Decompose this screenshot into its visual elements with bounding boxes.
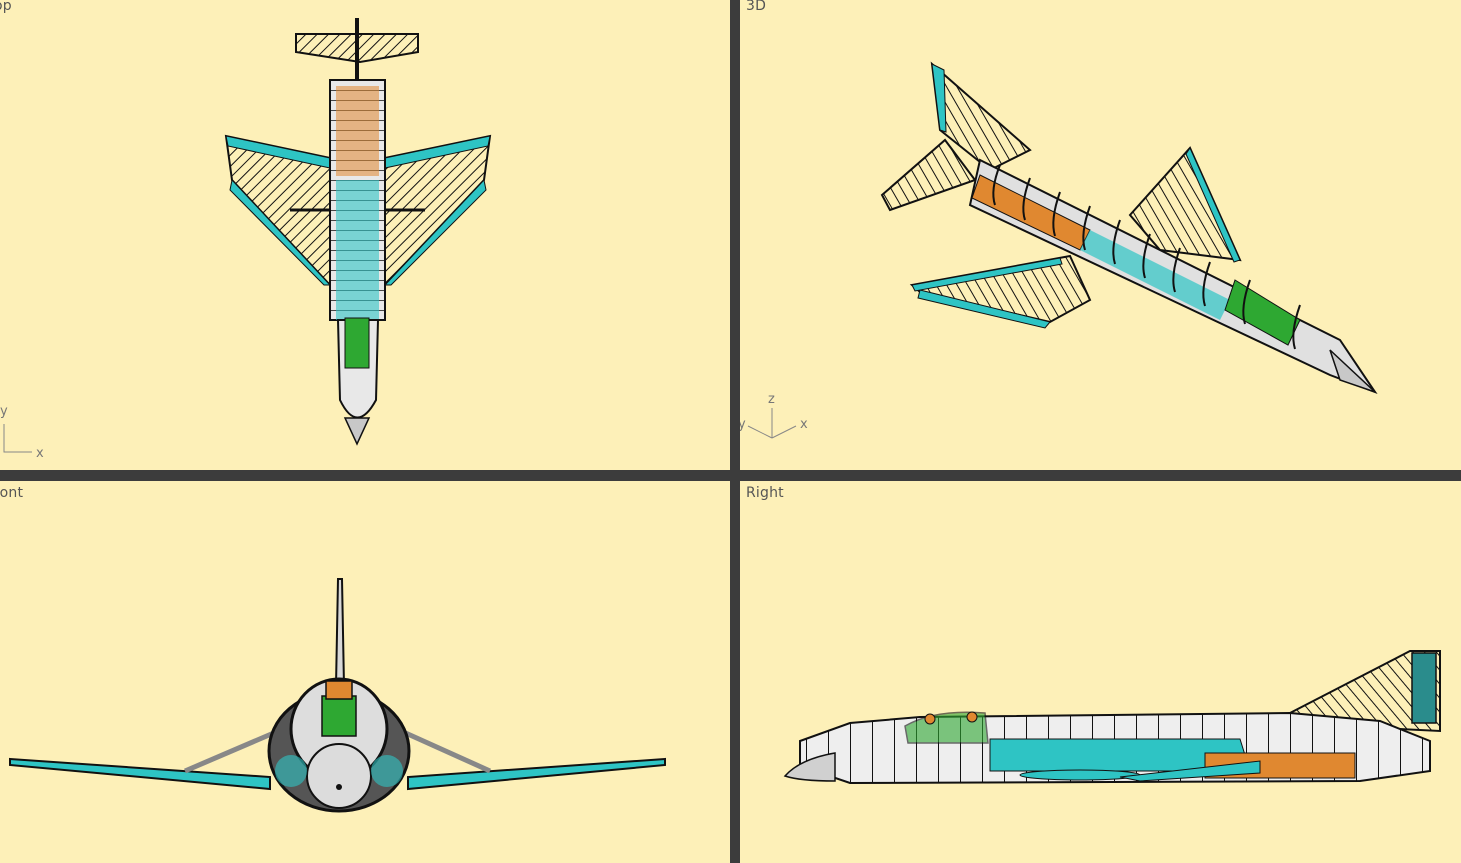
- viewport-title-top[interactable]: op: [0, 0, 12, 14]
- viewport-title-right[interactable]: Right: [746, 485, 784, 501]
- aircraft-front-view: [9, 578, 666, 813]
- aircraft-perspective-view: [747, 61, 1378, 439]
- viewport-3d[interactable]: 3D: [740, 0, 1461, 470]
- aircraft-top-view: [3, 18, 492, 453]
- axis-label-y: y: [0, 404, 8, 419]
- axis-label-z: z: [768, 392, 775, 407]
- viewport-divider-horizontal[interactable]: [0, 470, 1461, 481]
- viewport-divider-vertical[interactable]: [730, 0, 740, 863]
- aircraft-side-view: [783, 650, 1441, 785]
- viewport-right[interactable]: Right: [740, 481, 1461, 863]
- axis-label-x-3d: x: [800, 417, 808, 432]
- viewport-title-front[interactable]: ront: [0, 485, 24, 501]
- axis-label-x: x: [36, 446, 44, 461]
- axis-label-y-3d: y: [740, 417, 746, 432]
- viewport-front[interactable]: ront: [0, 481, 730, 863]
- viewport-title-3d[interactable]: 3D: [746, 0, 767, 14]
- viewport-top[interactable]: op y x: [0, 0, 730, 470]
